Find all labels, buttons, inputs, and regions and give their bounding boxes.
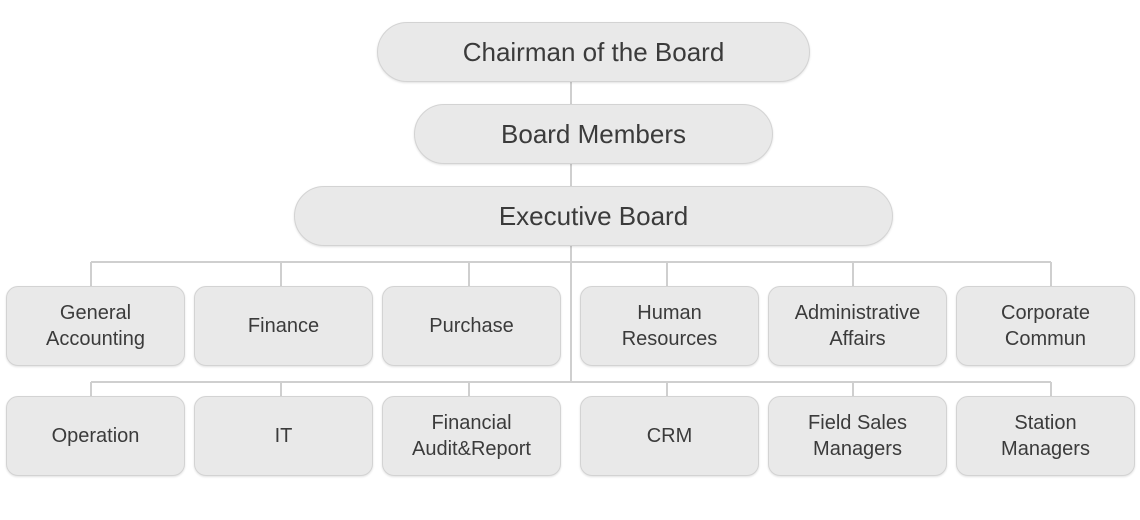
dept-label: IT <box>274 425 293 447</box>
dept-administrative-affairs: Administrative Affairs <box>768 286 947 366</box>
dept-financial-audit-report: Financial Audit&Report <box>382 396 561 476</box>
board-members-label: Board Members <box>501 118 686 149</box>
chairman-label: Chairman of the Board <box>462 36 725 67</box>
dept-label: CRM <box>646 425 693 447</box>
dept-label: Corporate Commun <box>1001 302 1090 350</box>
dept-human-resources: Human Resources <box>580 286 759 366</box>
dept-it: IT <box>194 396 373 476</box>
dept-label: Purchase <box>429 315 514 337</box>
dept-finance: Finance <box>194 286 373 366</box>
dept-station-managers: Station Managers <box>956 396 1135 476</box>
dept-field-sales-managers: Field Sales Managers <box>768 396 947 476</box>
dept-label: Financial Audit&Report <box>412 412 531 460</box>
dept-label: Field Sales Managers <box>808 412 907 460</box>
dept-label: Station Managers <box>1001 412 1090 460</box>
dept-purchase: Purchase <box>382 286 561 366</box>
board-members-node: Board Members <box>414 104 773 164</box>
dept-general-accounting: General Accounting <box>6 286 185 366</box>
dept-label: Administrative Affairs <box>794 302 921 350</box>
dept-label: Human Resources <box>621 302 718 350</box>
dept-label: General Accounting <box>46 302 145 350</box>
executive-board-node: Executive Board <box>294 186 893 246</box>
dept-label: Finance <box>247 315 320 337</box>
dept-label: Operation <box>51 425 140 447</box>
dept-crm: CRM <box>580 396 759 476</box>
dept-operation: Operation <box>6 396 185 476</box>
dept-corporate-commun: Corporate Commun <box>956 286 1135 366</box>
chairman-node: Chairman of the Board <box>377 22 810 82</box>
executive-board-label: Executive Board <box>498 200 689 231</box>
